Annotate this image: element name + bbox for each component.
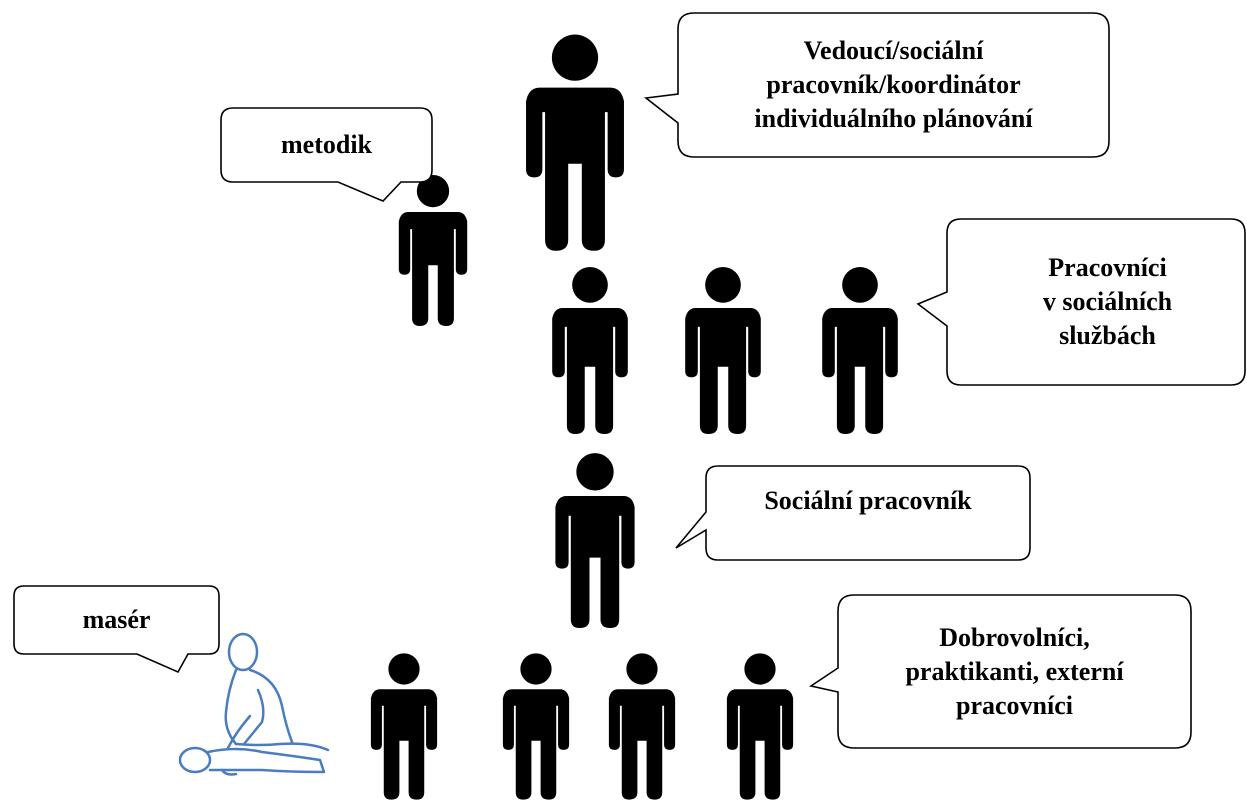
social-services-workers-label: Pracovníci v sociálních službách xyxy=(1042,253,1173,350)
leader-label: Vedoucí/sociální pracovník/koordinátor i… xyxy=(754,36,1033,133)
person-icon xyxy=(555,453,635,628)
volunteers-label: Dobrovolníci, praktikanti, externí praco… xyxy=(905,622,1124,720)
person-icon xyxy=(608,653,676,800)
masseur-label: masér xyxy=(82,605,151,634)
massage-icon xyxy=(178,632,330,776)
person-icon xyxy=(822,267,898,434)
volunteers-speech-bubble xyxy=(808,594,1192,749)
leader-speech-bubble xyxy=(643,12,1110,158)
person-icon xyxy=(502,653,570,800)
methodist-label: metodik xyxy=(281,130,372,159)
person-icon xyxy=(370,653,438,800)
social-worker-label: Sociální pracovník xyxy=(764,486,972,515)
person-icon xyxy=(685,267,761,434)
social-services-workers-speech-bubble xyxy=(916,218,1246,386)
masseur-speech-bubble xyxy=(13,585,220,674)
person-icon xyxy=(526,34,624,251)
person-icon xyxy=(398,174,468,326)
social-worker-speech-bubble xyxy=(675,465,1031,561)
methodist-speech-bubble xyxy=(220,107,433,202)
person-icon xyxy=(552,267,628,434)
person-icon xyxy=(726,653,794,800)
